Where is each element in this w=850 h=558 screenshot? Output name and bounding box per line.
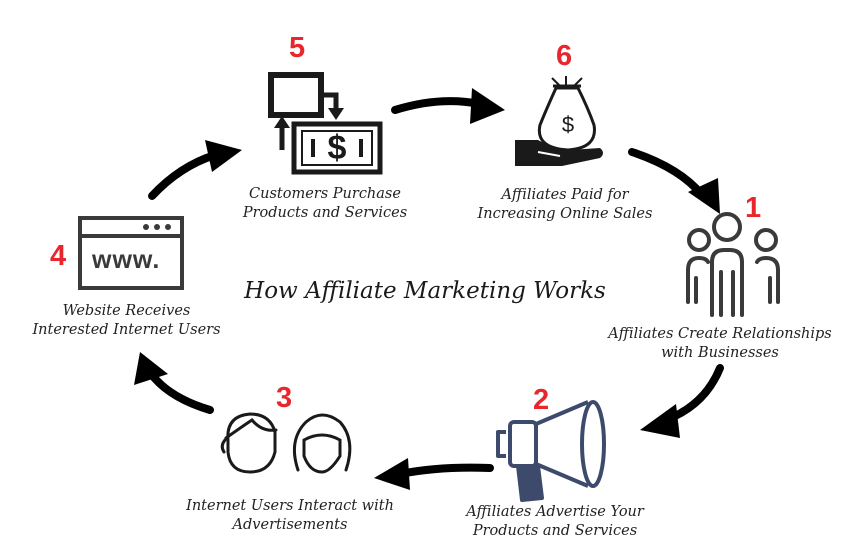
arrow-1-to-2: [640, 364, 724, 438]
caption-step-4-line1: Website Receives: [62, 303, 191, 319]
cash-dollar-sign-icon: $: [327, 129, 347, 167]
step-number-1: 1: [745, 192, 762, 224]
caption-step-6-line2: Increasing Online Sales: [477, 206, 653, 222]
caption-step-3-line1: Internet Users Interact with: [186, 498, 394, 514]
purchase-cash-icon: [268, 72, 383, 175]
caption-step-6: Affiliates Paid for Increasing Online Sa…: [470, 186, 660, 224]
arrow-2-to-3: [374, 458, 494, 490]
caption-step-4-line2: Interested Internet Users: [32, 322, 221, 338]
caption-step-5-line1: Customers Purchase: [249, 186, 401, 202]
caption-step-1-line2: with Businesses: [661, 345, 779, 361]
caption-step-3-line2: Advertisements: [232, 517, 348, 533]
browser-url-text: www.: [92, 246, 161, 274]
caption-step-5: Customers Purchase Products and Services: [230, 185, 420, 223]
caption-step-2-line1: Affiliates Advertise Your: [466, 504, 644, 520]
caption-step-2-line2: Products and Services: [472, 523, 638, 539]
step-number-4: 4: [50, 240, 67, 272]
bag-dollar-sign-icon: $: [561, 112, 575, 137]
caption-step-4: Website Receives Interested Internet Use…: [14, 302, 239, 340]
step-number-3: 3: [276, 382, 293, 414]
arrow-6-to-1: [628, 148, 720, 214]
step-number-5: 5: [289, 32, 306, 64]
diagram-title: How Affiliate Marketing Works: [244, 278, 606, 304]
caption-step-5-line2: Products and Services: [242, 205, 408, 221]
arrow-3-to-4: [134, 352, 214, 414]
browser-window-icon: [78, 216, 184, 290]
users-faces-icon: [220, 412, 352, 474]
caption-step-1-line1: Affiliates Create Relationships: [608, 326, 832, 342]
caption-step-1: Affiliates Create Relationships with Bus…: [600, 325, 840, 363]
step-number-6: 6: [556, 40, 573, 72]
megaphone-icon: [496, 400, 606, 502]
people-group-icon: [686, 212, 780, 317]
cycle-arrows: [134, 88, 724, 490]
money-bag-hand-icon: [515, 76, 603, 166]
arrow-5-to-6: [391, 88, 505, 124]
caption-step-3: Internet Users Interact with Advertiseme…: [170, 497, 410, 535]
step-number-2: 2: [533, 384, 550, 416]
caption-step-6-line1: Affiliates Paid for: [501, 187, 629, 203]
arrow-4-to-5: [148, 140, 242, 200]
caption-step-2: Affiliates Advertise Your Products and S…: [435, 503, 675, 541]
